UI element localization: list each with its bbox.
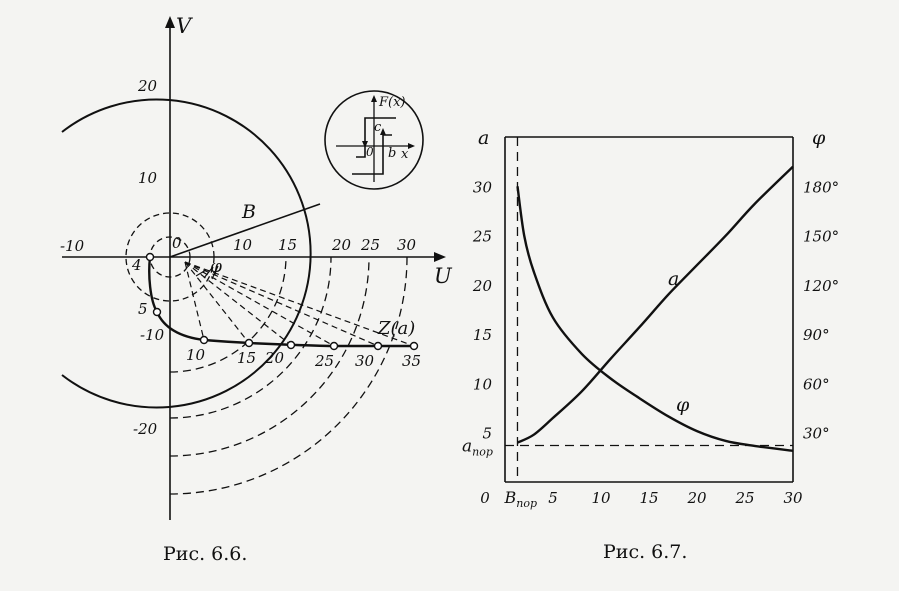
dashed-circle-small xyxy=(125,212,215,302)
svg-text:10: 10 xyxy=(138,169,158,187)
y-left-tick-label: 10 xyxy=(473,375,493,393)
y-right-tick-label: 60° xyxy=(803,375,830,393)
x-tick-label: 5 xyxy=(548,489,558,507)
curve-point-labels: 4 5 10 15 20 25 30 35 xyxy=(131,256,421,370)
svg-text:15: 15 xyxy=(237,349,256,367)
figure-6-7-caption: Рис. 6.7. xyxy=(603,541,687,563)
x-tick-label: 0 xyxy=(480,489,490,507)
z-curve-label: Z(a) xyxy=(377,318,415,339)
x-tick-label: 25 xyxy=(734,489,754,507)
x-tick-label: 30 xyxy=(783,489,803,507)
svg-text:4: 4 xyxy=(131,256,142,274)
v-tick-labels: 20 10 -10 -20 xyxy=(133,77,165,438)
svg-text:25: 25 xyxy=(360,236,380,254)
svg-text:20: 20 xyxy=(264,349,285,367)
x-tick-label: 15 xyxy=(639,489,658,507)
svg-text:5: 5 xyxy=(138,300,148,318)
svg-text:10: 10 xyxy=(233,236,253,254)
svg-text:-10: -10 xyxy=(60,237,85,255)
svg-text:35: 35 xyxy=(402,352,421,370)
figure-6-6: U V B φ xyxy=(60,14,453,565)
dashed-rays xyxy=(184,261,415,347)
svg-text:0: 0 xyxy=(172,234,182,252)
series-a-curve xyxy=(516,165,794,444)
x-tick-label: 10 xyxy=(591,489,611,507)
u-axis-label: U xyxy=(434,264,453,288)
b-threshold-label: Bпор xyxy=(503,488,537,510)
y-right-tick-label: 150° xyxy=(803,228,839,246)
svg-text:30: 30 xyxy=(397,236,417,254)
svg-text:20: 20 xyxy=(137,77,158,95)
svg-text:x: x xyxy=(401,147,409,162)
series-phi-label: φ xyxy=(676,394,690,416)
z-curve xyxy=(148,256,414,348)
y-left-tick-label: 25 xyxy=(472,228,492,246)
series-phi-curve xyxy=(516,186,794,452)
y-right-tick-label: 90° xyxy=(803,326,830,344)
phi-label: φ xyxy=(210,257,222,277)
series-a-label: a xyxy=(668,268,679,290)
v-axis-label: V xyxy=(176,14,193,38)
large-circle xyxy=(61,98,312,409)
dashed-arcs xyxy=(169,256,408,495)
y-right-tick-label: 120° xyxy=(803,277,839,295)
svg-text:30: 30 xyxy=(355,352,375,370)
y-left-tick-label: 20 xyxy=(472,277,493,295)
y-right-tick-labels: 30° 60° 90° 120° 150° 180° xyxy=(803,178,839,442)
y-left-tick-labels: 5 10 15 20 25 30 xyxy=(472,178,493,442)
inset-nonlinearity: F(x) c b x 0 xyxy=(324,90,424,190)
u-tick-labels: -10 0 10 15 20 25 30 xyxy=(60,234,417,255)
svg-text:0: 0 xyxy=(366,145,374,159)
y-right-tick-label: 180° xyxy=(803,178,839,196)
svg-text:25: 25 xyxy=(314,352,334,370)
y-right-tick-label: 30° xyxy=(803,425,830,443)
y-left-tick-label: 5 xyxy=(482,425,492,443)
z-curve-points xyxy=(145,252,419,351)
y-left-tick-label: 30 xyxy=(473,178,493,196)
svg-text:b: b xyxy=(388,146,396,161)
u-axis-arrow xyxy=(434,252,446,262)
phi-arrows xyxy=(195,265,219,280)
svg-text:10: 10 xyxy=(186,346,206,364)
svg-text:F(x): F(x) xyxy=(378,95,406,110)
svg-text:-10: -10 xyxy=(140,326,165,344)
radius-b-line xyxy=(169,203,321,258)
a-threshold-label: aпор xyxy=(462,437,493,459)
y-left-axis-title: a xyxy=(478,127,489,149)
svg-text:-20: -20 xyxy=(133,420,158,438)
x-tick-label: 20 xyxy=(686,489,707,507)
svg-text:15: 15 xyxy=(278,236,297,254)
figure-6-6-caption: Рис. 6.6. xyxy=(163,543,247,565)
x-tick-labels: 0 5 10 15 20 25 30 xyxy=(480,489,803,507)
svg-text:c: c xyxy=(374,120,382,135)
figure-6-7: a φ a φ 0 5 10 15 20 25 30 5 10 15 20 25 30 30° 60° 9… xyxy=(462,127,839,563)
svg-text:20: 20 xyxy=(331,236,352,254)
v-axis-arrow xyxy=(165,16,175,28)
radius-b-label: B xyxy=(241,201,256,223)
y-left-tick-label: 15 xyxy=(473,326,492,344)
y-right-axis-title: φ xyxy=(812,127,826,149)
